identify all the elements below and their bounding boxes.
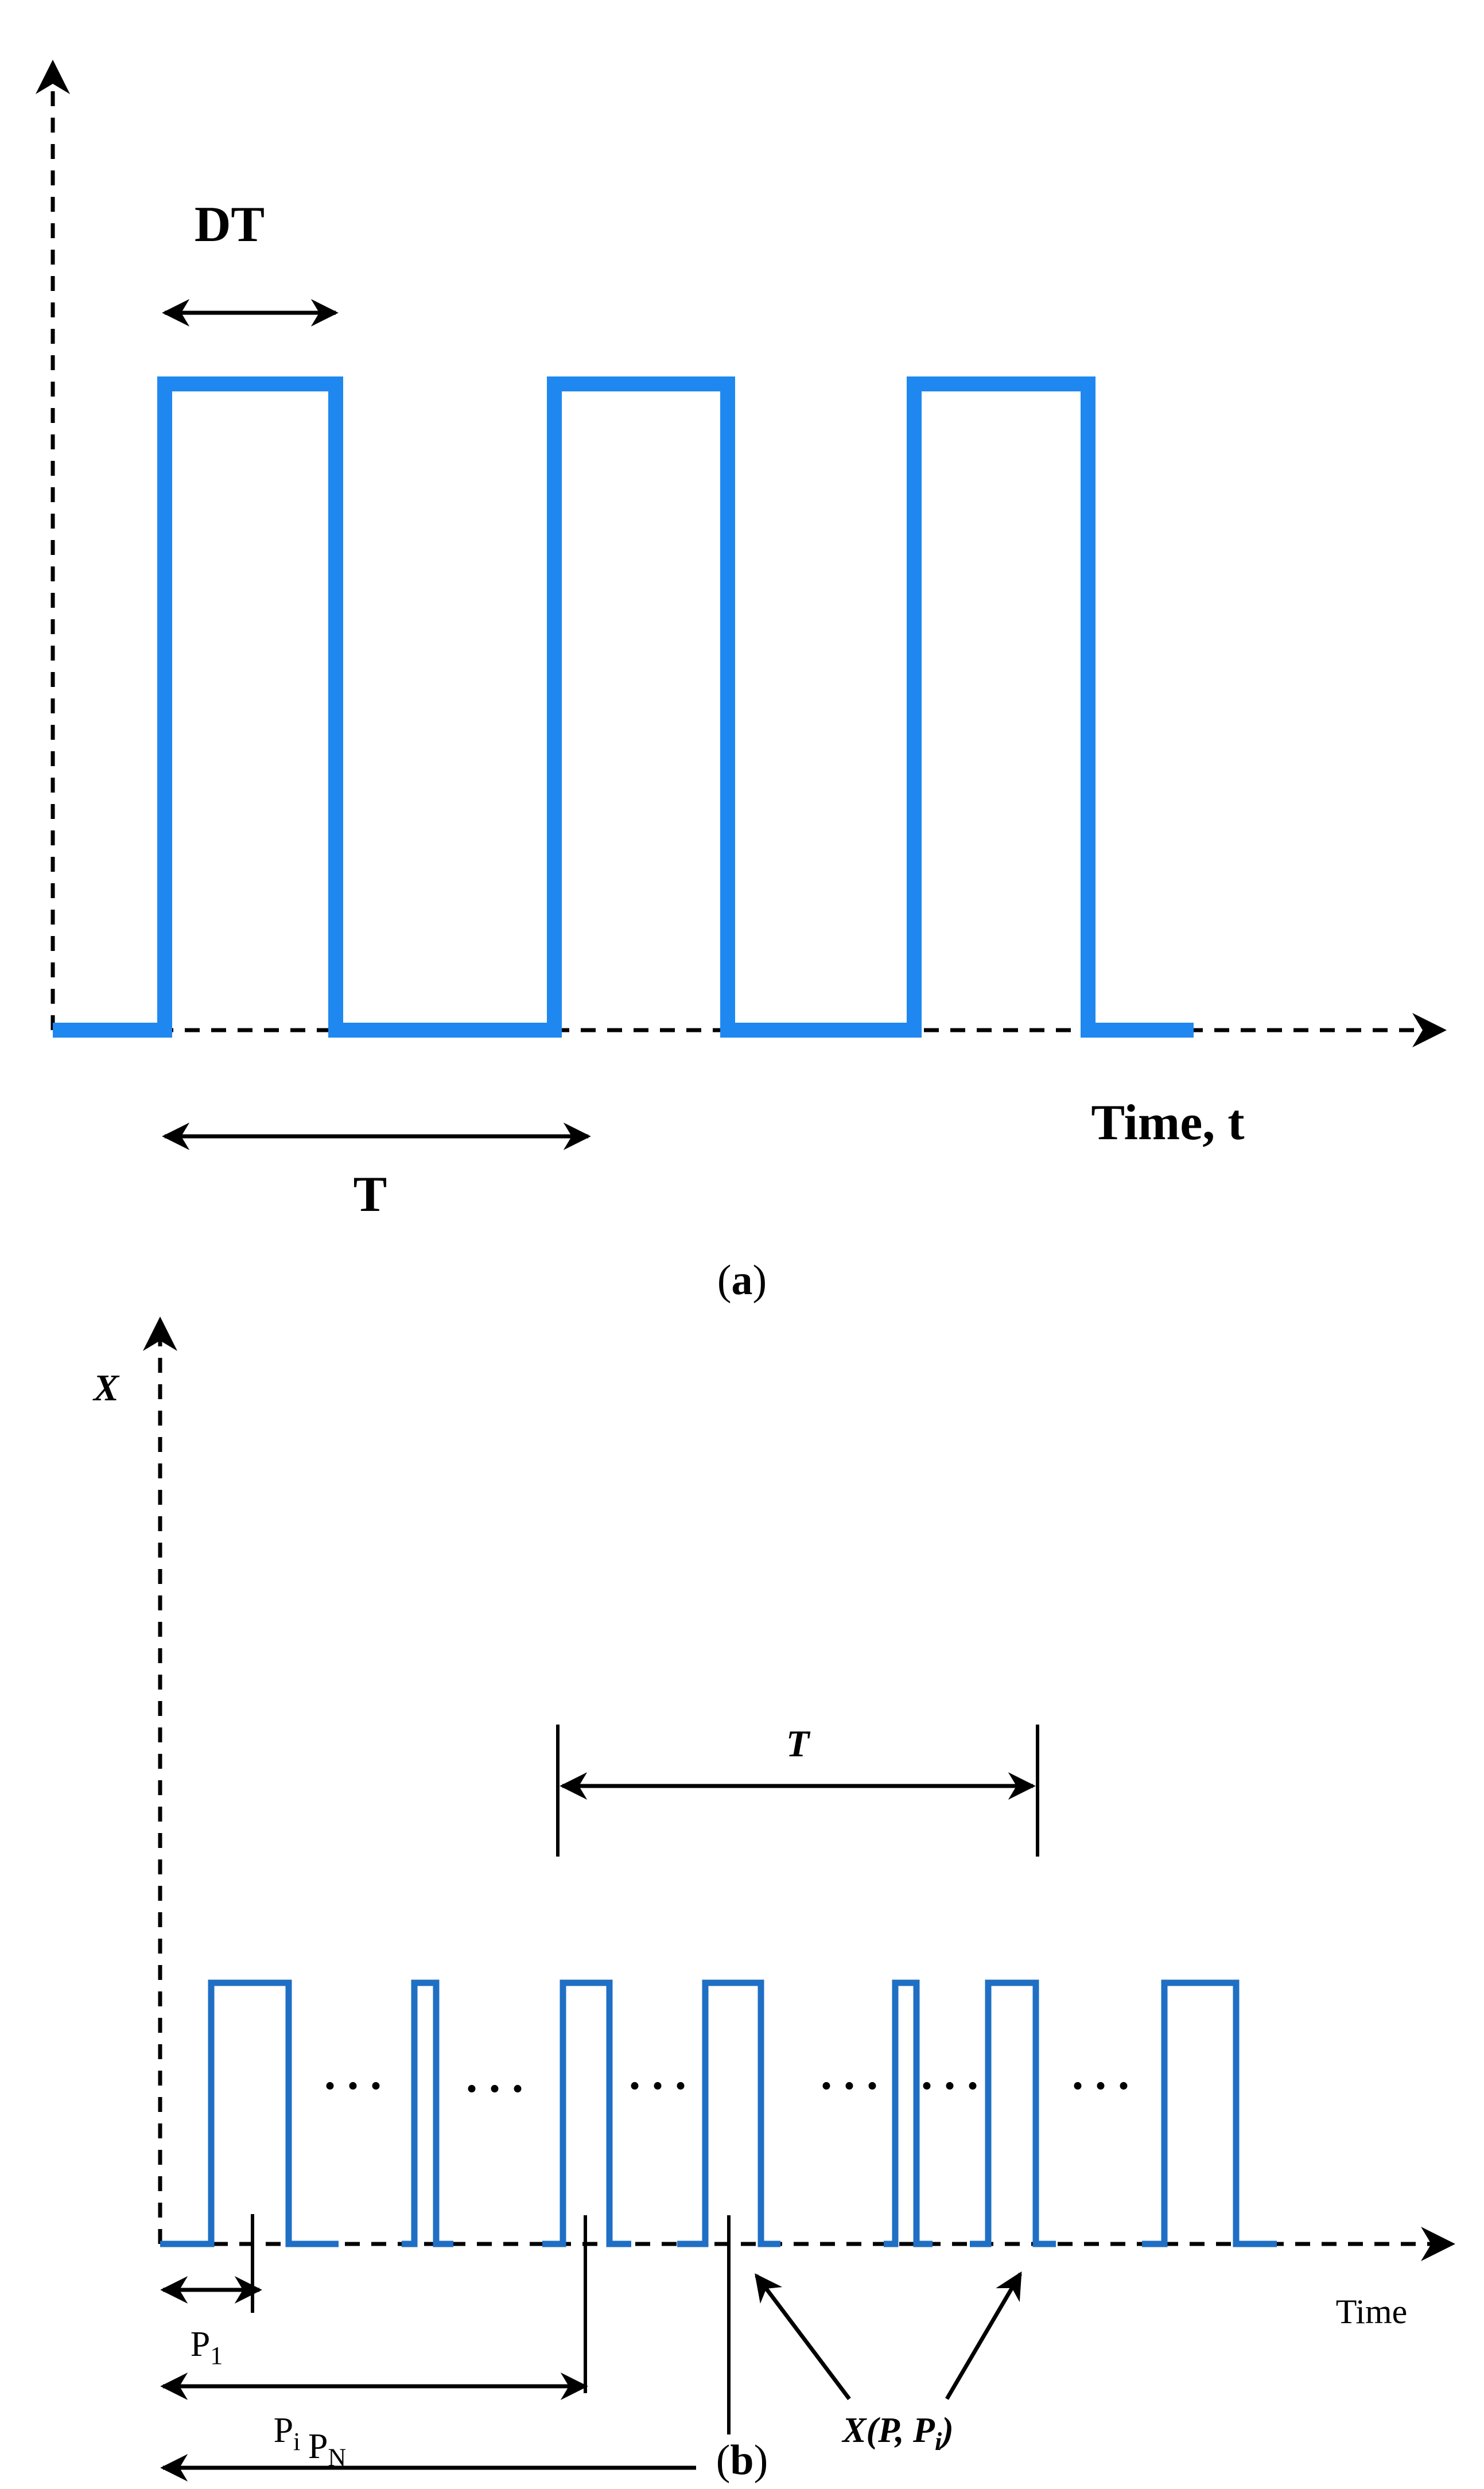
panel-a-caption-close: ): [753, 1257, 767, 1304]
panel-a-time-label: Time, t: [1091, 1095, 1244, 1151]
panel-b-caption-close: ): [753, 2437, 768, 2484]
panel-a: DT T Time, t (a): [36, 60, 1447, 1304]
panel-b-y-axis-label: X: [92, 1367, 120, 1409]
panel-a-caption: (a): [717, 1257, 767, 1304]
panel-b-pn-label: PN: [275, 2429, 379, 2475]
panel-b-ellipsis-6: . . .: [1072, 2049, 1129, 2099]
panel-b-pi-base: P: [274, 2411, 293, 2450]
panel-b-pi-sub: i: [293, 2428, 300, 2456]
panel-b-pulse-annotation: X(P, Pi): [841, 2411, 954, 2456]
panel-b-caption-open: (: [716, 2437, 731, 2484]
panel-a-caption-letter: a: [732, 1257, 753, 1304]
panel-b-ellipsis-1: . . .: [324, 2049, 382, 2099]
panel-b-p1-label: P1: [191, 2325, 223, 2370]
panel-b-annotation-arrow-right: [945, 2271, 1023, 2400]
panel-b-period-label: T: [786, 1723, 811, 1765]
panel-b-pn-sub: N: [328, 2443, 347, 2472]
panel-b-p1-base: P: [191, 2325, 210, 2364]
panel-b-caption: (b): [696, 2434, 788, 2486]
panel-a-caption-open: (: [717, 1257, 732, 1304]
panel-b-pulse-train: [160, 1979, 1277, 2247]
panel-b: X . . . . . . . . . . . . . . . . . . T …: [92, 1317, 1455, 2482]
panel-b-ellipsis-4: . . .: [821, 2049, 878, 2099]
panel-b-annotation-end: ): [939, 2411, 954, 2450]
panel-b-time-label: Time: [1336, 2293, 1408, 2331]
panel-b-p1-sub: 1: [210, 2342, 223, 2370]
panel-b-caption-letter: b: [730, 2437, 754, 2484]
panel-b-ellipsis-5: . . .: [921, 2049, 978, 2099]
panel-b-pi-label: Pi: [274, 2411, 301, 2456]
panel-b-ellipsis-2: . . .: [466, 2052, 523, 2102]
panel-b-annotation-sub: i: [935, 2428, 942, 2456]
panel-b-ellipsis-3: . . .: [629, 2049, 686, 2099]
panel-b-annotation-arrow-left: [755, 2273, 851, 2401]
panel-a-period-label: T: [353, 1167, 387, 1222]
panel-b-pn-base: P: [308, 2427, 328, 2466]
panel-a-dt-label: DT: [195, 197, 265, 253]
panel-b-annotation-main: X(P, P: [841, 2411, 935, 2450]
panel-a-pulse-waveform: [53, 376, 1194, 1038]
